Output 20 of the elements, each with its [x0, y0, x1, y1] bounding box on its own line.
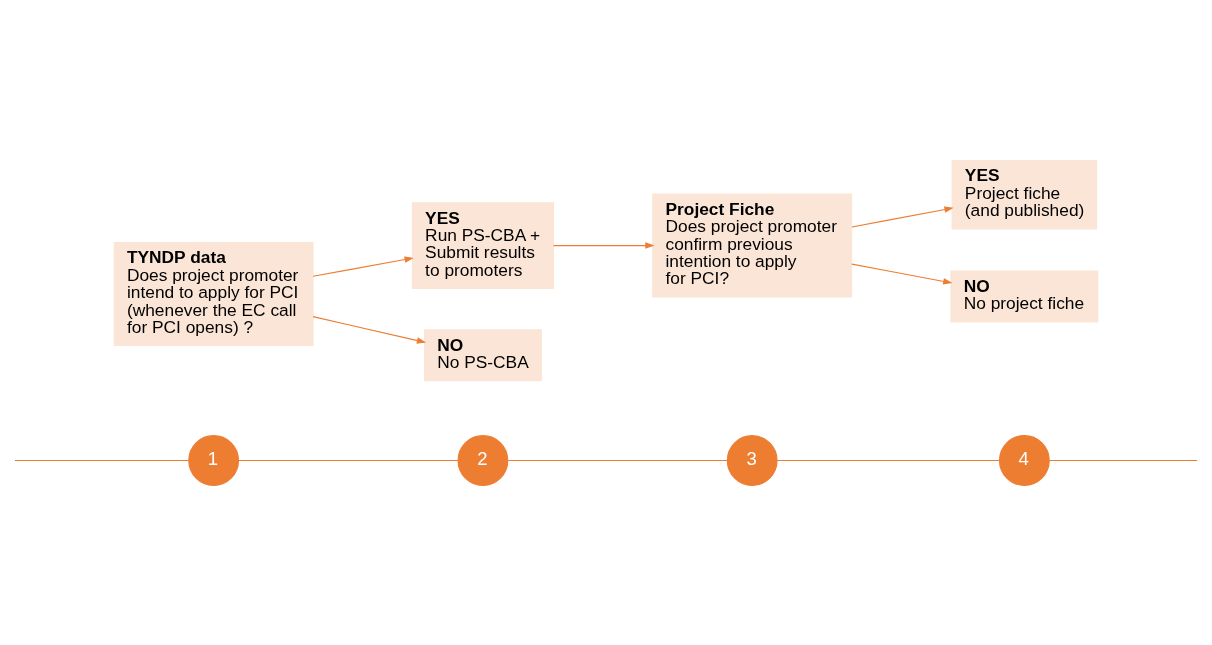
arrow	[552, 241, 655, 249]
node-box: TYNDP data Does project promoter intend to apply for PCI (whenever the EC call for PCI opens) ?	[113, 241, 314, 346]
node-circle: 1	[188, 434, 240, 486]
arrow	[851, 263, 953, 285]
node-box: Project Fiche Does project promoter confirm previous intention to apply for PCI?	[652, 193, 853, 298]
arrow	[851, 205, 954, 228]
arrow	[312, 255, 414, 277]
node-box: YES Project fiche (and published)	[951, 159, 1098, 229]
node-circle: 2	[457, 434, 509, 486]
connector	[238, 459, 459, 461]
connector	[776, 459, 1000, 461]
connector	[1048, 459, 1198, 461]
node-box: NO No project fiche	[950, 269, 1099, 322]
node-box: YES Run PS-CBA + Submit results to promoters	[411, 201, 554, 289]
connector	[14, 459, 190, 461]
arrow	[312, 315, 427, 344]
node-circle: 4	[998, 434, 1050, 486]
node-circle: 3	[726, 434, 778, 486]
connector	[507, 459, 728, 461]
node-box: NO No PS-CBA	[423, 328, 542, 381]
